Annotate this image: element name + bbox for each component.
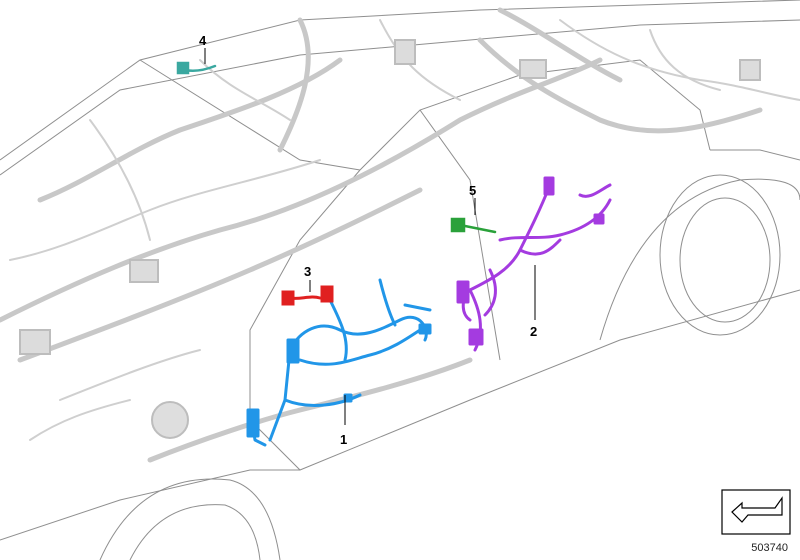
reference-number: 503740 <box>751 542 788 554</box>
orientation-arrow-icon <box>721 489 791 535</box>
harness-part-5 <box>450 217 497 234</box>
harness-part-3 <box>281 285 334 306</box>
callout-4: 4 <box>199 33 207 48</box>
harness-part-4 <box>176 61 217 75</box>
callout-1: 1 <box>340 432 347 447</box>
callout-3: 3 <box>304 264 311 279</box>
background-harness <box>0 7 763 463</box>
leader-lines <box>204 48 536 425</box>
callout-5: 5 <box>469 183 476 198</box>
harness-part-2 <box>456 176 612 352</box>
callout-2: 2 <box>530 324 537 339</box>
harness-part-1 <box>246 278 432 447</box>
background-harness-thin <box>9 19 800 441</box>
